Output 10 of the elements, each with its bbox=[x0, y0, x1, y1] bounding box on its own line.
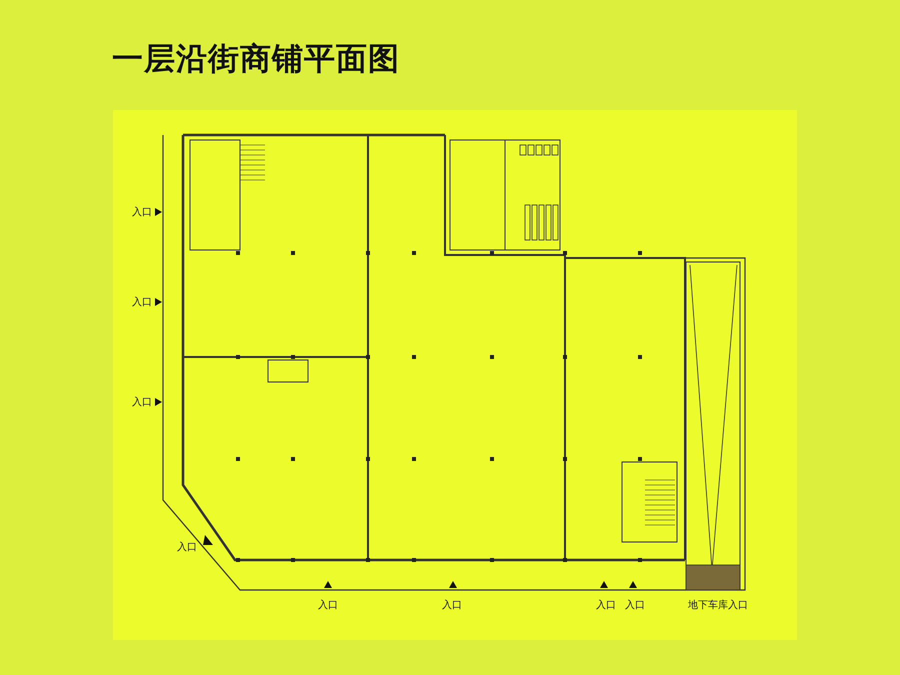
entrance-label: 入口 bbox=[625, 600, 645, 612]
entrance-label: 地下车库入口 bbox=[688, 600, 748, 612]
entrance-label: 入口 bbox=[132, 207, 152, 219]
entrance-label: 入口 bbox=[177, 542, 197, 554]
entrance-label: 入口 bbox=[596, 600, 616, 612]
entrance-label: 入口 bbox=[318, 600, 338, 612]
entrance-label: 入口 bbox=[132, 397, 152, 409]
title: 一层沿街商铺平面图 bbox=[112, 40, 400, 79]
entrance-label: 入口 bbox=[132, 297, 152, 309]
entrance-label: 入口 bbox=[442, 600, 462, 612]
